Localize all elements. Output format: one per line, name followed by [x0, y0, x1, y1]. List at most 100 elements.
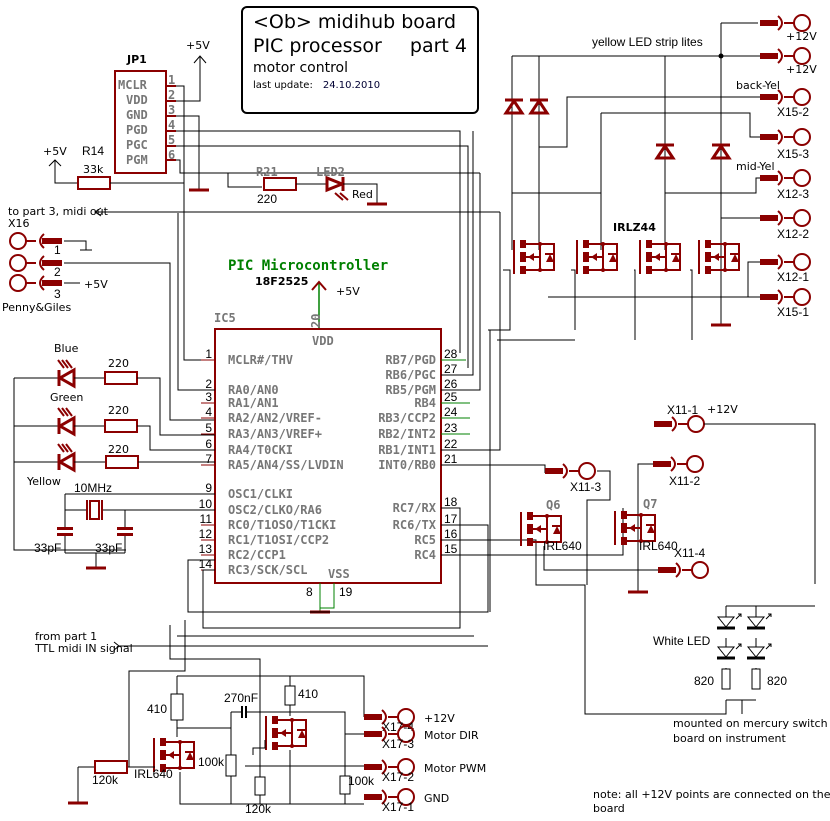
ic5-name: IC5 — [214, 311, 236, 325]
motor-r-gate: 120k — [92, 773, 119, 787]
midi-in-label: from part 1 — [35, 630, 97, 643]
title-update: last update:24.10.2010 — [253, 78, 467, 94]
ic5-vss-pin: 19 — [339, 585, 353, 599]
x11-3-name: X11-3 — [570, 480, 601, 494]
ic5-right-pin-num: 21 — [444, 452, 458, 466]
ic5-right-pin-num: 17 — [444, 512, 458, 526]
ic5-left-pin-num: 12 — [199, 527, 213, 541]
ic5-right-pin-label: RB4 — [414, 396, 436, 410]
ic5-left-pin-label: RA1/AN1 — [228, 396, 279, 410]
jp1-pin-num: 4 — [168, 118, 175, 132]
x11-4-name: X11-4 — [674, 546, 705, 560]
motor-r-bottom: 120k — [245, 802, 272, 816]
ic5-right-pin-label: RC6/TX — [393, 518, 437, 532]
ic5-vdd-pin: 20 — [309, 314, 323, 328]
ic5-left-pin-num: 5 — [205, 421, 212, 435]
ic5-right-pin-num: 27 — [444, 362, 458, 376]
ic5-left-pin-num: 10 — [199, 497, 213, 511]
strip-connector-label: mid-Yel — [736, 160, 775, 173]
white-led-label: White LED — [653, 634, 711, 648]
footer-note: board — [593, 802, 625, 815]
x16-name: X16 — [8, 217, 30, 230]
ic5-left-pin-num: 14 — [199, 557, 213, 571]
ic5-vss-pin: 8 — [306, 585, 313, 599]
motor-connector-label: +12V — [424, 712, 455, 725]
ic5-vdd: VDD — [312, 334, 334, 348]
x11-2-name: X11-2 — [669, 474, 700, 488]
ic5-left-pin-num: 13 — [199, 542, 213, 556]
motor-r-pull2: 100k — [348, 774, 375, 788]
q7-name: Q7 — [643, 497, 657, 511]
title-processor: PIC processor — [253, 35, 382, 57]
ic5-supply: +5V — [336, 285, 360, 298]
strip-connector-name: X15-3 — [777, 147, 809, 161]
strip-connector-name: X12-3 — [777, 187, 809, 201]
white-led-note: mounted on mercury switch — [673, 717, 828, 730]
ic5-right-pin-label: RB5/PGM — [385, 383, 436, 397]
x11-1-name: X11-1 — [667, 403, 698, 417]
white-led-r2: 820 — [767, 674, 787, 688]
r14-value: 33k — [83, 163, 104, 176]
title-line1: <Ob> midihub board — [253, 11, 457, 33]
led2-name: LED2 — [316, 165, 345, 179]
r14-supply-label: +5V — [43, 145, 67, 158]
white-led-note: board on instrument — [673, 732, 786, 745]
strip-connector — [759, 128, 811, 146]
ic5-left-pin-label: RC0/T1OSO/T1CKI — [228, 518, 336, 532]
ic5-left-pin-num: 7 — [205, 452, 212, 466]
ic5-right-pin-num: 25 — [444, 390, 458, 404]
strip-connector-name: X15-2 — [777, 105, 809, 119]
ic5-left-pin-num: 2 — [205, 377, 212, 391]
ic5-left-pin-label: RC2/CCP1 — [228, 548, 286, 562]
ic5-body — [214, 328, 442, 584]
ic5-left-pin-num: 9 — [205, 481, 212, 495]
ic5-left-pin-label: RC3/SCK/SCL — [228, 563, 307, 577]
led-strip-mosfet: IRLZ44 — [613, 221, 656, 234]
jp1-name: JP1 — [126, 53, 147, 66]
led-green-label: Green — [50, 391, 83, 404]
led-strip-label: yellow LED strip lites — [592, 35, 703, 49]
x11-supply: +12V — [707, 403, 738, 416]
jp1-body — [114, 70, 167, 174]
jp1-pin-label: PGM — [126, 153, 148, 167]
strip-connector-name: X12-2 — [777, 227, 809, 241]
led-blue-label: Blue — [54, 342, 79, 355]
strip-connector-label: back-Yel — [736, 79, 780, 92]
irlz44-mosfet — [576, 239, 619, 275]
footer-note: note: all +12V points are connected on t… — [593, 788, 830, 801]
led-blue-resistor: 220 — [108, 357, 129, 370]
motor-connector-label: Motor PWM — [424, 762, 486, 775]
motor-connector-name: X17-4 — [382, 720, 414, 734]
ic5-right-pin-num: 24 — [444, 405, 458, 419]
midi-in-label: TTL midi IN signal — [34, 642, 133, 655]
x16-pin: 3 — [54, 287, 61, 301]
jp1-pin-num: 3 — [168, 103, 175, 117]
ic5-left-pin-label: OSC2/CLKO/RA6 — [228, 503, 322, 517]
title-line2: PIC processor part 4 — [253, 34, 467, 58]
motor-connector-label: GND — [424, 792, 449, 805]
led-green-resistor: 220 — [108, 404, 129, 417]
strip-connector-name: X12-1 — [777, 270, 809, 284]
ic5-vss: VSS — [328, 567, 350, 581]
ic5-left-pin-label: OSC1/CLKI — [228, 487, 293, 501]
ic5-left-pin-num: 11 — [200, 512, 213, 526]
ic5-right-pin-num: 28 — [444, 347, 458, 361]
led-yellow-label: Yellow — [26, 475, 61, 488]
motor-r-pull: 100k — [198, 755, 225, 769]
crystal-cap1: 33pF — [34, 541, 61, 555]
motor-connector-name: X17-2 — [382, 770, 414, 784]
ic5-right-pin-label: RB6/PGC — [385, 368, 436, 382]
jp1-pin-label: MCLR — [118, 78, 148, 92]
ic5-left-pin-num: 1 — [205, 347, 212, 361]
title-part: part 4 — [409, 35, 467, 57]
ic5-right-pin-num: 15 — [444, 542, 458, 556]
ic5-right-pin-num: 18 — [444, 495, 458, 509]
strip-connector-name: X15-1 — [777, 305, 809, 319]
ic5-left-pin-label: RA4/T0CKI — [228, 443, 293, 457]
jp1-pin-label: GND — [126, 108, 148, 122]
ic5-right-pin-label: RB1/INT1 — [378, 443, 436, 457]
irlz44-mosfet — [698, 239, 741, 275]
crystal-cap2: 33pF — [95, 541, 122, 555]
ic5-heading: PIC Microcontroller — [228, 258, 388, 274]
